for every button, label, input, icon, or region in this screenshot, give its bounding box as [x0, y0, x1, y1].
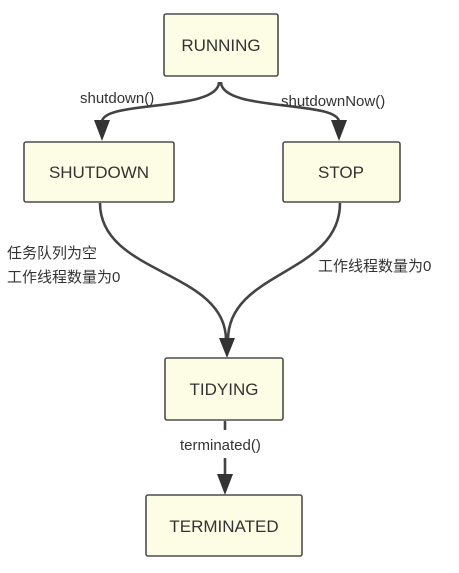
state-stop-label: STOP	[318, 163, 364, 182]
state-shutdown-label: SHUTDOWN	[49, 163, 149, 182]
state-tidying-label: TIDYING	[190, 380, 259, 399]
arrowhead-tidying	[219, 338, 235, 358]
state-running: RUNNING	[163, 13, 279, 77]
state-shutdown: SHUTDOWN	[23, 141, 175, 203]
label-shutdown-call: shutdown()	[80, 90, 154, 107]
arrowhead-terminated	[217, 474, 233, 495]
label-terminated-call: terminated()	[180, 437, 261, 454]
edge-stop-to-tidying	[226, 202, 342, 341]
edge-shutdown-to-tidying	[98, 202, 228, 341]
arrowhead-shutdown	[94, 120, 110, 141]
arrowhead-stop	[331, 120, 347, 141]
label-workers-zero-left: 工作线程数量为0	[7, 269, 120, 286]
edge-running-to-stop	[219, 81, 341, 123]
state-running-label: RUNNING	[181, 36, 260, 55]
state-stop: STOP	[282, 141, 401, 203]
state-terminated-label: TERMINATED	[169, 517, 278, 536]
label-shutdownnow-call: shutdownNow()	[281, 93, 385, 110]
state-tidying: TIDYING	[164, 357, 284, 421]
label-queue-empty: 任务队列为空	[7, 245, 97, 262]
edge-running-to-shutdown	[100, 81, 221, 123]
state-terminated: TERMINATED	[145, 494, 303, 557]
label-workers-zero-right: 工作线程数量为0	[318, 258, 431, 275]
